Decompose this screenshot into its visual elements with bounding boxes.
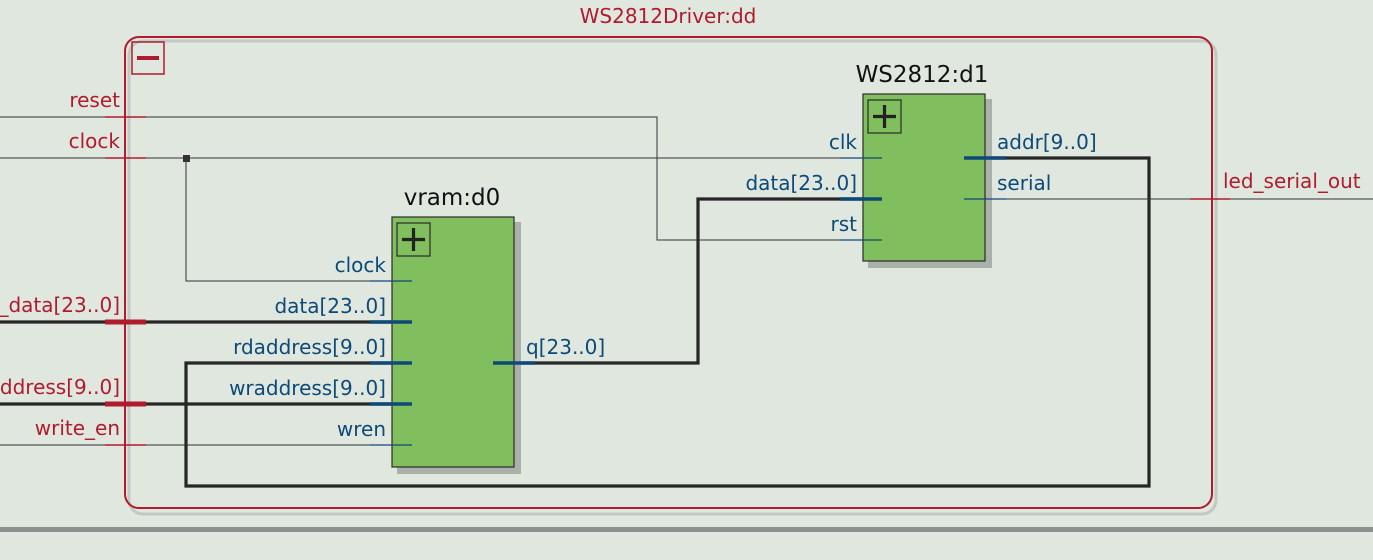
plus-icon	[402, 228, 425, 251]
label-address: ddress[9..0]	[0, 375, 120, 399]
vram-label-rdaddress: rdaddress[9..0]	[233, 335, 386, 359]
wire-clock-branch	[185, 158, 411, 282]
label-led-serial-out: led_serial_out	[1223, 169, 1361, 193]
ws2812-label-addr: addr[9..0]	[997, 130, 1097, 154]
vram-label-data: data[23..0]	[274, 294, 386, 318]
bus-q-to-data	[494, 197, 881, 365]
label-data: _data[23..0]	[0, 293, 120, 317]
label-clock: clock	[69, 129, 121, 153]
bus-addr-to-rdaddress	[184, 156, 1151, 488]
vram-label-wraddress: wraddress[9..0]	[229, 376, 386, 400]
vram-label-wren: wren	[337, 417, 386, 441]
vram-title: vram:d0	[404, 185, 501, 211]
ws2812-label-clk: clk	[829, 130, 858, 154]
collapse-button[interactable]	[131, 41, 165, 75]
bottom-separator	[0, 527, 1373, 532]
outer-module-shadow	[127, 39, 1218, 516]
ws2812-expand-frame	[867, 99, 902, 134]
collapse-button-frame	[131, 41, 165, 75]
plus-icon	[873, 105, 896, 128]
ws2812-title: WS2812:d1	[856, 62, 989, 88]
ws2812-block[interactable]	[862, 93, 992, 268]
label-reset: reset	[69, 88, 120, 112]
ws2812-expand-button[interactable]	[867, 99, 902, 134]
ws2812-label-data: data[23..0]	[745, 171, 857, 195]
ws2812-label-serial: serial	[997, 171, 1051, 195]
outer-module-title: WS2812Driver:dd	[580, 4, 757, 28]
outer-module-frame[interactable]	[124, 36, 1213, 509]
clock-junction-dot	[183, 155, 190, 162]
label-write-en: write_en	[35, 416, 120, 440]
minus-icon	[137, 56, 159, 60]
vram-block[interactable]	[391, 216, 521, 474]
vram-expand-frame	[396, 222, 431, 257]
vram-label-clock: clock	[335, 253, 387, 277]
ws2812-body	[862, 93, 986, 262]
vram-expand-button[interactable]	[396, 222, 431, 257]
wire-reset	[0, 116, 882, 241]
ws2812-label-rst: rst	[831, 212, 858, 236]
vram-label-q: q[23..0]	[526, 335, 605, 359]
vram-body	[391, 216, 515, 468]
